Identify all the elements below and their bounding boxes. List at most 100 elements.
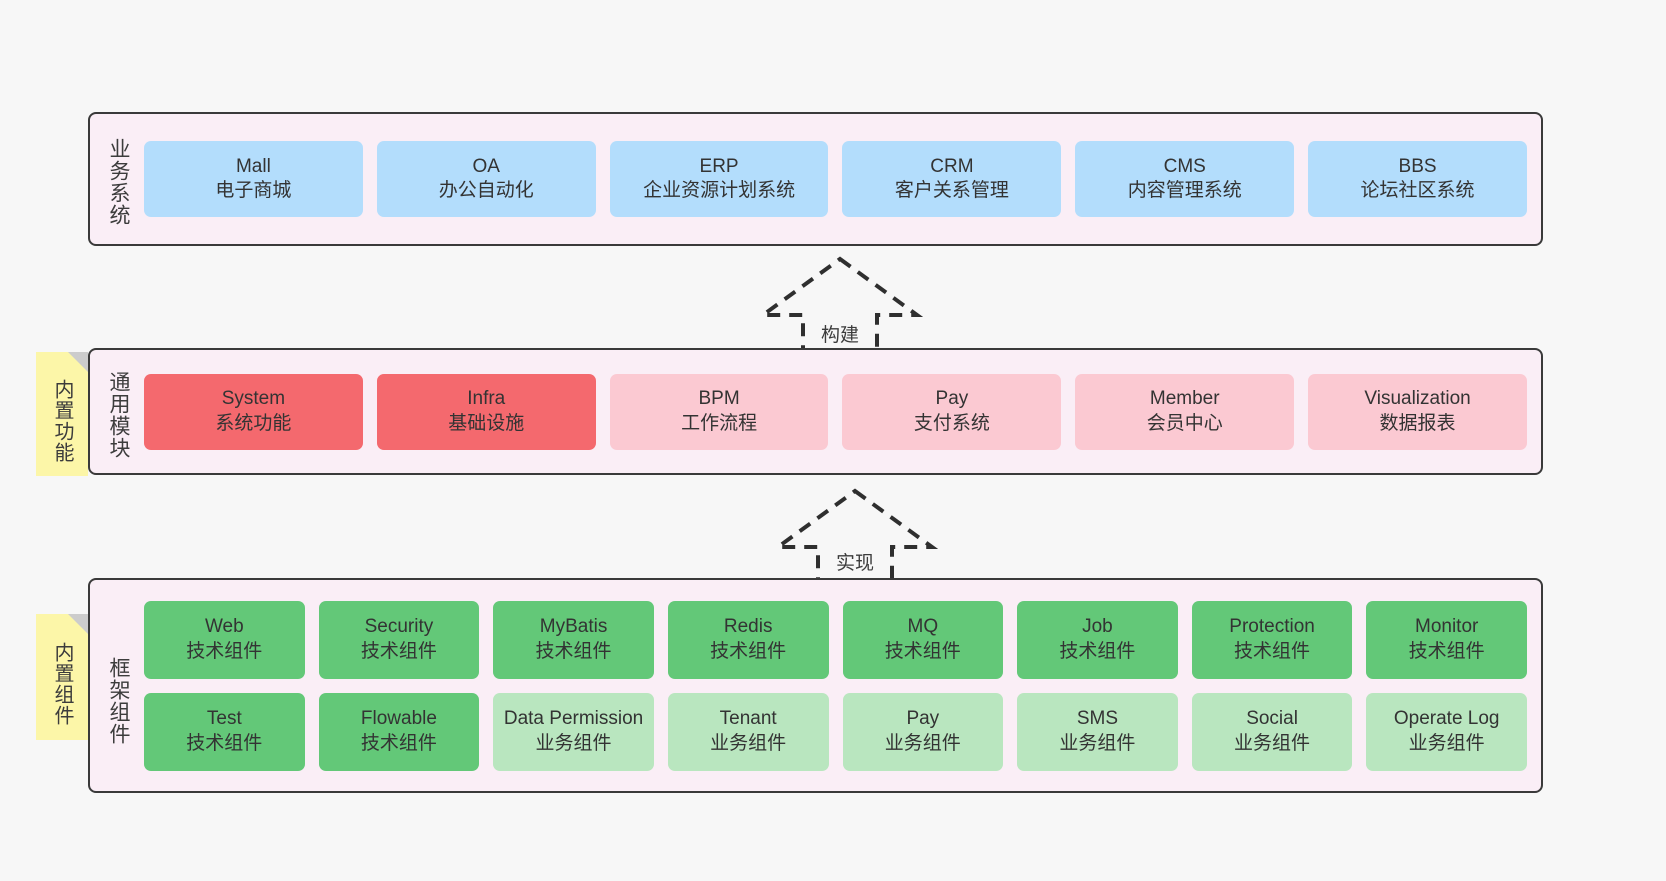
card-tenant[interactable]: Tenant 业务组件 [667, 692, 829, 771]
card-subtitle: 业务组件 [1234, 732, 1311, 754]
card-title: Tenant [719, 708, 777, 730]
card-subtitle: 企业资源计划系统 [643, 180, 796, 201]
card-title: Job [1082, 616, 1113, 638]
card-subtitle: 技术组件 [535, 640, 612, 662]
layer-title-common-modules: 通用模块 [107, 370, 130, 459]
note-label: 内置组件 [51, 642, 73, 726]
card-title: Data Permission [503, 708, 644, 730]
card-subtitle: 业务组件 [535, 732, 612, 754]
card-crm[interactable]: CRM 客户关系管理 [842, 141, 1062, 217]
card-title: Redis [723, 616, 773, 638]
card-test[interactable]: Test 技术组件 [144, 692, 305, 771]
note-builtin-components: 内置组件 [36, 614, 88, 740]
card-title: BPM [698, 388, 740, 410]
card-title: System [221, 388, 286, 410]
card-protection[interactable]: Protection 技术组件 [1191, 600, 1353, 679]
card-operate-log[interactable]: Operate Log 业务组件 [1366, 692, 1527, 771]
arrow-up-hollow-icon [756, 256, 924, 355]
card-bpm[interactable]: BPM 工作流程 [609, 373, 829, 450]
card-visualization[interactable]: Visualization 数据报表 [1308, 373, 1527, 450]
card-bbs[interactable]: BBS 论坛社区系统 [1308, 141, 1527, 217]
card-subtitle: 业务组件 [884, 732, 961, 754]
card-redis[interactable]: Redis 技术组件 [667, 600, 829, 679]
arrow-build: 构建 [745, 253, 935, 355]
card-system[interactable]: System 系统功能 [144, 373, 363, 450]
card-title: MyBatis [539, 616, 608, 638]
card-mall[interactable]: Mall 电子商城 [144, 141, 363, 217]
card-cms[interactable]: CMS 内容管理系统 [1075, 141, 1295, 217]
card-title: SMS [1076, 708, 1119, 730]
card-oa[interactable]: OA 办公自动化 [376, 141, 596, 217]
card-job[interactable]: Job 技术组件 [1017, 600, 1178, 679]
card-title: Security [364, 616, 434, 638]
card-erp[interactable]: ERP 企业资源计划系统 [609, 141, 829, 217]
card-member[interactable]: Member 会员中心 [1075, 373, 1295, 450]
card-subtitle: 业务组件 [1408, 732, 1485, 754]
card-monitor[interactable]: Monitor 技术组件 [1366, 600, 1527, 679]
card-web[interactable]: Web 技术组件 [144, 600, 305, 679]
card-subtitle: 电子商城 [215, 180, 292, 201]
layer-business-systems: 业务系统 Mall 电子商城 OA 办公自动化 ERP 企业资源计划系统 CRM… [88, 112, 1543, 246]
card-subtitle: 会员中心 [1146, 412, 1223, 434]
card-row: Mall 电子商城 OA 办公自动化 ERP 企业资源计划系统 CRM 客户关系… [144, 141, 1527, 217]
card-title: Web [204, 616, 244, 638]
card-subtitle: 技术组件 [186, 640, 263, 662]
layer-title-framework-components: 框架组件 [107, 656, 130, 745]
card-subtitle: 技术组件 [1234, 640, 1311, 662]
card-subtitle: 业务组件 [1059, 732, 1136, 754]
card-subtitle: 办公自动化 [438, 180, 534, 201]
card-mq[interactable]: MQ 技术组件 [842, 600, 1004, 679]
card-title: CMS [1163, 155, 1206, 177]
card-subtitle: 论坛社区系统 [1360, 180, 1475, 201]
card-infra[interactable]: Infra 基础设施 [376, 373, 596, 450]
card-subtitle: 技术组件 [360, 732, 437, 754]
card-row: Web 技术组件 Security 技术组件 MyBatis 技术组件 Redi… [144, 600, 1527, 679]
card-subtitle: 业务组件 [710, 732, 787, 754]
card-title: Pay [935, 388, 969, 410]
card-title: Infra [467, 388, 506, 410]
card-title: Mall [235, 155, 271, 177]
card-pay-component[interactable]: Pay 业务组件 [842, 692, 1004, 771]
card-social[interactable]: Social 业务组件 [1191, 692, 1353, 771]
card-subtitle: 基础设施 [448, 412, 525, 434]
card-title: Test [206, 708, 242, 730]
card-title: Flowable [360, 708, 437, 730]
card-subtitle: 工作流程 [681, 412, 758, 434]
card-security[interactable]: Security 技术组件 [318, 600, 480, 679]
layer-body-common-modules: System 系统功能 Infra 基础设施 BPM 工作流程 Pay 支付系统… [130, 350, 1541, 473]
card-sms[interactable]: SMS 业务组件 [1017, 692, 1178, 771]
card-row: System 系统功能 Infra 基础设施 BPM 工作流程 Pay 支付系统… [144, 373, 1527, 450]
card-title: Social [1246, 708, 1298, 730]
card-title: MQ [907, 616, 939, 638]
card-title: Operate Log [1393, 708, 1500, 730]
card-subtitle: 系统功能 [215, 412, 292, 434]
layer-body-business-systems: Mall 电子商城 OA 办公自动化 ERP 企业资源计划系统 CRM 客户关系… [130, 114, 1541, 244]
arrow-up-hollow-icon [771, 488, 939, 587]
note-label: 内置功能 [51, 379, 73, 463]
layer-common-modules: 通用模块 System 系统功能 Infra 基础设施 BPM 工作流程 Pay… [88, 348, 1543, 475]
layer-title-business-systems: 业务系统 [107, 138, 130, 226]
card-row: Test 技术组件 Flowable 技术组件 Data Permission … [144, 692, 1527, 771]
card-flowable[interactable]: Flowable 技术组件 [318, 692, 480, 771]
card-subtitle: 内容管理系统 [1127, 180, 1242, 201]
card-subtitle: 技术组件 [884, 640, 961, 662]
card-subtitle: 数据报表 [1379, 412, 1456, 434]
card-subtitle: 客户关系管理 [894, 180, 1009, 201]
card-mybatis[interactable]: MyBatis 技术组件 [493, 600, 654, 679]
card-title: Protection [1229, 616, 1315, 638]
card-title: Visualization [1364, 388, 1471, 410]
card-title: BBS [1398, 155, 1437, 177]
arrow-implement: 实现 [760, 485, 950, 587]
card-data-permission[interactable]: Data Permission 业务组件 [493, 692, 654, 771]
card-pay[interactable]: Pay 支付系统 [842, 373, 1062, 450]
card-subtitle: 技术组件 [186, 732, 263, 754]
note-builtin-functions: 内置功能 [36, 352, 88, 476]
card-subtitle: 技术组件 [360, 640, 437, 662]
card-subtitle: 技术组件 [1059, 640, 1136, 662]
card-title: OA [472, 155, 500, 177]
card-title: Monitor [1415, 616, 1479, 638]
card-title: Member [1149, 388, 1220, 410]
card-title: Pay [906, 708, 940, 730]
layer-body-framework-components: Web 技术组件 Security 技术组件 MyBatis 技术组件 Redi… [130, 580, 1541, 791]
